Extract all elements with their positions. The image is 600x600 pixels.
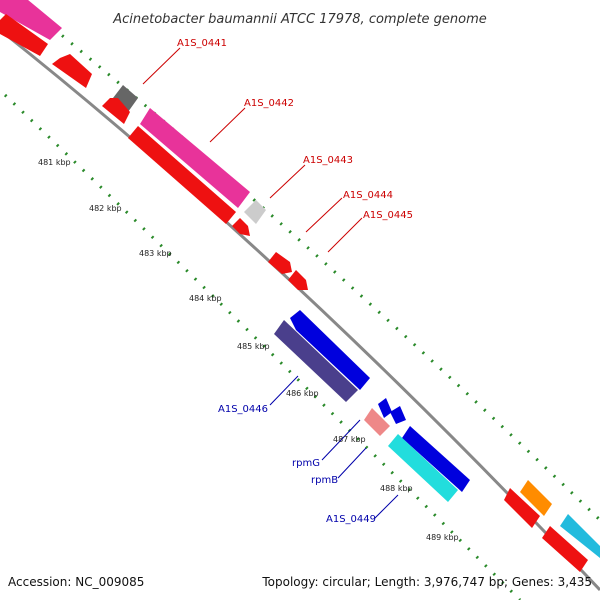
label-leaders bbox=[142, 47, 399, 519]
ruler-label-486: 486 kbp bbox=[286, 389, 319, 398]
gene-label-rpmB[interactable]: rpmB bbox=[311, 475, 338, 486]
leader-a0443 bbox=[269, 164, 306, 199]
leader-a0444 bbox=[305, 197, 343, 233]
ruler-labels: 481 kbp 482 kbp 483 kbp 484 kbp 485 kbp … bbox=[38, 158, 459, 542]
gene-label-a0442[interactable]: A1S_0442 bbox=[244, 98, 294, 109]
gene-arrow-orange-right[interactable] bbox=[520, 480, 552, 516]
gene-label-a0441[interactable]: A1S_0441 bbox=[177, 38, 227, 49]
reverse-strand-genes bbox=[274, 310, 600, 572]
gene-label-a0449[interactable]: A1S_0449 bbox=[326, 514, 376, 525]
gene-arrow-blue-upper[interactable] bbox=[290, 310, 370, 390]
gene-arrow-magenta-0442[interactable] bbox=[140, 108, 250, 208]
ruler-label-481: 481 kbp bbox=[38, 158, 71, 167]
gene-arrow-red-small[interactable] bbox=[102, 98, 130, 124]
ruler-label-488: 488 kbp bbox=[380, 484, 413, 493]
gene-label-rpmG[interactable]: rpmG bbox=[292, 458, 320, 469]
gene-arrow-blue-lower[interactable] bbox=[402, 426, 470, 492]
gene-arrow-cyan-right[interactable] bbox=[560, 514, 600, 558]
ruler-label-487: 487 kbp bbox=[333, 435, 366, 444]
gene-arrow-red-right-1[interactable] bbox=[504, 488, 540, 528]
gene-arrow-red-top[interactable] bbox=[0, 14, 48, 56]
outer-tick-track bbox=[24, 3, 600, 522]
gene-box-purple-0446[interactable] bbox=[274, 320, 358, 402]
gene-arrow-red-0444[interactable] bbox=[268, 252, 292, 274]
gene-label-a0445[interactable]: A1S_0445 bbox=[363, 210, 413, 221]
gene-arrow-red-0443[interactable] bbox=[232, 218, 250, 236]
gene-arrow-red-0442[interactable] bbox=[128, 126, 236, 224]
ruler-label-482: 482 kbp bbox=[89, 204, 122, 213]
ruler-label-484: 484 kbp bbox=[189, 294, 222, 303]
leader-a0446 bbox=[269, 375, 299, 406]
gene-labels: A1S_0441 A1S_0442 A1S_0443 A1S_0444 A1S_… bbox=[177, 38, 413, 525]
gene-box-pink-rpmB[interactable] bbox=[364, 408, 390, 436]
leader-rpmB bbox=[337, 447, 367, 479]
leader-a0442 bbox=[209, 107, 246, 143]
ruler-label-483: 483 kbp bbox=[139, 249, 172, 258]
gene-label-a0444[interactable]: A1S_0444 bbox=[343, 190, 393, 201]
gene-arrow-magenta-top[interactable] bbox=[0, 0, 62, 40]
page-title: Acinetobacter baumannii ATCC 17978, comp… bbox=[112, 12, 487, 27]
gene-arrow-blue-small[interactable] bbox=[390, 406, 406, 424]
gene-arrow-blue-rpmG[interactable] bbox=[378, 398, 392, 418]
gene-box-gray-0441[interactable] bbox=[113, 85, 138, 112]
gene-arrow-red-0441[interactable] bbox=[52, 54, 92, 88]
gene-label-a0446[interactable]: A1S_0446 bbox=[218, 404, 268, 415]
topology-text: Topology: circular; Length: 3,976,747 bp… bbox=[261, 575, 592, 589]
gene-arrow-red-0445[interactable] bbox=[288, 270, 308, 290]
gene-box-gray-0443[interactable] bbox=[244, 200, 266, 224]
leader-rpmG bbox=[321, 419, 361, 461]
ruler-label-489: 489 kbp bbox=[426, 533, 459, 542]
gene-arrow-cyan-0449[interactable] bbox=[388, 434, 458, 502]
leader-a0445 bbox=[327, 217, 363, 253]
leader-a0441 bbox=[142, 47, 181, 85]
tick-tracks bbox=[3, 3, 600, 600]
gene-arrow-red-right-2[interactable] bbox=[542, 526, 588, 572]
forward-strand-genes bbox=[0, 0, 308, 290]
leader-a0449 bbox=[374, 494, 399, 519]
accession-text: Accession: NC_009085 bbox=[8, 575, 144, 589]
ruler-label-485: 485 kbp bbox=[237, 342, 270, 351]
gene-label-a0443[interactable]: A1S_0443 bbox=[303, 155, 353, 166]
